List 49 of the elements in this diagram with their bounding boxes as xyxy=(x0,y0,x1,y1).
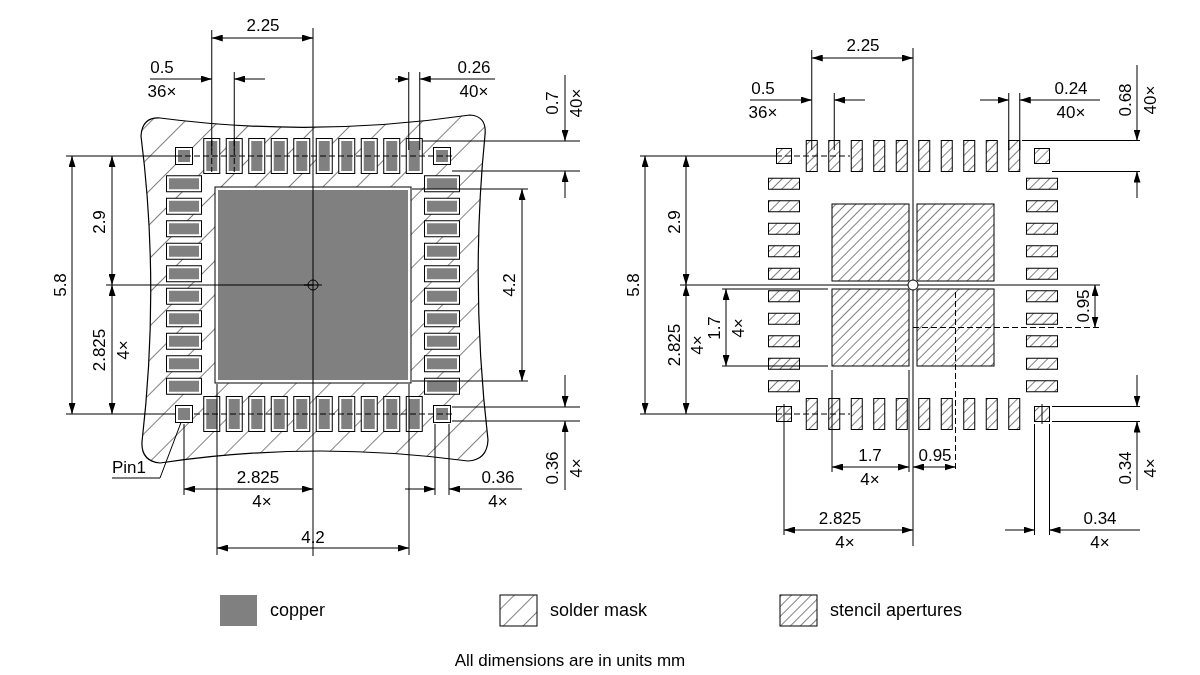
dimension-value: 0.34 xyxy=(1115,451,1135,485)
dimension-value: 0.68 xyxy=(1115,83,1135,117)
dimension-value: 4.2 xyxy=(301,527,325,547)
legend-label: copper xyxy=(270,600,326,620)
dimension-value: 36× xyxy=(147,81,177,101)
dimension-value: 2.25 xyxy=(846,35,880,55)
dimension-value: 2.825 xyxy=(89,328,109,372)
dimension-value: 4× xyxy=(1140,458,1160,478)
dimension-value: 1.7 xyxy=(704,316,724,340)
dimension-value: 2.9 xyxy=(89,210,109,234)
legend-label: solder mask xyxy=(550,600,648,620)
dimension-value: 36× xyxy=(748,102,778,122)
dimension-value: 4× xyxy=(252,491,272,511)
dimension-value: 40× xyxy=(566,88,586,118)
dimension-value: 4× xyxy=(835,532,855,552)
caption: All dimensions are in units mm xyxy=(454,650,686,670)
dimension-value: 0.26 xyxy=(457,57,491,77)
dimension-value: 4× xyxy=(566,458,586,478)
dimension-value: 0.36 xyxy=(542,451,562,485)
legend-label: stencil apertures xyxy=(830,600,963,620)
dimension-value: 0.7 xyxy=(542,91,562,115)
dimension-value: 4× xyxy=(687,335,707,355)
dimension-value: 0.5 xyxy=(150,57,174,77)
dimension-value: 5.8 xyxy=(50,273,70,297)
dimension-value: 4× xyxy=(113,340,133,360)
pin-one-pad xyxy=(175,405,193,423)
dimension-value: 4.2 xyxy=(499,273,519,297)
leader-line xyxy=(111,422,182,479)
dimension-value: 40× xyxy=(1056,102,1086,122)
dimension-value: 2.25 xyxy=(246,15,280,35)
dimension-value: 0.24 xyxy=(1054,78,1088,98)
dimension-value: 4× xyxy=(488,491,508,511)
pin-label: Pin1 xyxy=(112,458,147,478)
dimension-value: 2.825 xyxy=(664,323,684,367)
dimension-value: 0.5 xyxy=(751,78,775,98)
dimension-value: 4× xyxy=(728,318,748,338)
dimension-value: 5.8 xyxy=(623,273,643,297)
dimension-value: 40× xyxy=(1140,85,1160,115)
dimension-value: 0.34 xyxy=(1083,508,1117,528)
dimension-value: 4× xyxy=(1090,532,1110,552)
dimension-value: 2.825 xyxy=(236,467,280,487)
dimension-value: 4× xyxy=(860,469,880,489)
dimension-value: 0.95 xyxy=(918,445,952,465)
dimension-value: 2.825 xyxy=(818,508,862,528)
dimension-value: 40× xyxy=(459,81,489,101)
dimension-value: 2.9 xyxy=(664,210,684,234)
dimension-value: 1.7 xyxy=(858,445,882,465)
dimension-value: 0.36 xyxy=(481,467,515,487)
dimension-value: 0.95 xyxy=(1073,289,1093,323)
